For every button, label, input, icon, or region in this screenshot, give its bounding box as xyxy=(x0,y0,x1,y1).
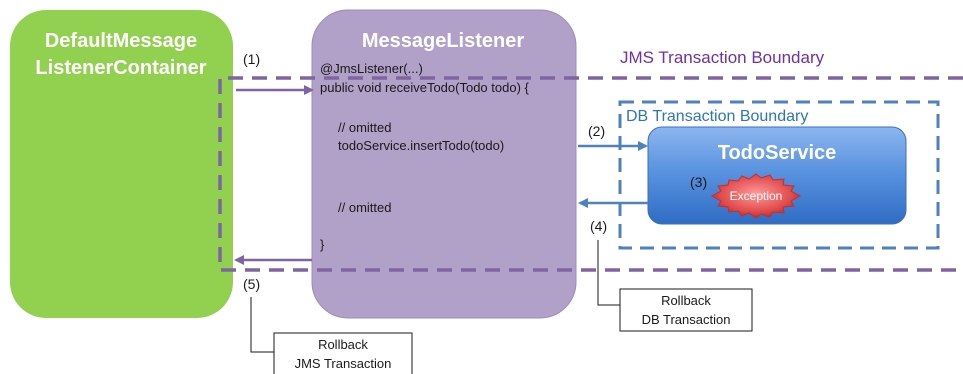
jms-rollback-line1: Rollback xyxy=(318,337,368,352)
exception-starburst xyxy=(710,173,802,219)
db-boundary-label: DB Transaction Boundary xyxy=(626,108,808,125)
jms-rollback-callout-leader xyxy=(250,297,274,353)
container-title-line2: ListenerContainer xyxy=(35,57,206,79)
jms-rollback-line2: JMS Transaction xyxy=(295,356,392,371)
jms-boundary-label: JMS Transaction Boundary xyxy=(620,48,825,67)
step-label-3: (3) xyxy=(690,174,707,190)
message-listener-title: MessageListener xyxy=(362,30,525,52)
jms-rollback-callout xyxy=(273,332,413,374)
code-closing-brace: } xyxy=(320,237,325,252)
step-label-1: (1) xyxy=(243,51,260,67)
jms-transaction-boundary xyxy=(218,76,963,272)
exception-label: Exception xyxy=(730,189,783,203)
listener-container-box xyxy=(10,10,233,318)
code-method-signature: public void receiveTodo(Todo todo) { xyxy=(320,80,530,95)
step-label-4: (4) xyxy=(590,218,607,234)
code-annotation: @JmsListener(...) xyxy=(320,61,423,76)
code-comment-1: // omitted xyxy=(338,120,391,135)
db-rollback-callout xyxy=(619,288,753,332)
step-label-5: (5) xyxy=(243,276,260,292)
code-insert-call: todoService.insertTodo(todo) xyxy=(338,138,504,153)
todo-service-box xyxy=(647,126,907,225)
db-transaction-boundary xyxy=(618,100,940,250)
db-rollback-line1: Rollback xyxy=(661,293,711,308)
step-label-2: (2) xyxy=(588,123,605,139)
todo-service-title: TodoService xyxy=(718,142,837,164)
code-comment-2: // omitted xyxy=(338,200,391,215)
message-listener-box xyxy=(311,9,577,319)
container-title-line1: DefaultMessage xyxy=(45,30,197,52)
db-rollback-line2: DB Transaction xyxy=(642,312,731,327)
db-rollback-callout-leader xyxy=(597,240,620,306)
